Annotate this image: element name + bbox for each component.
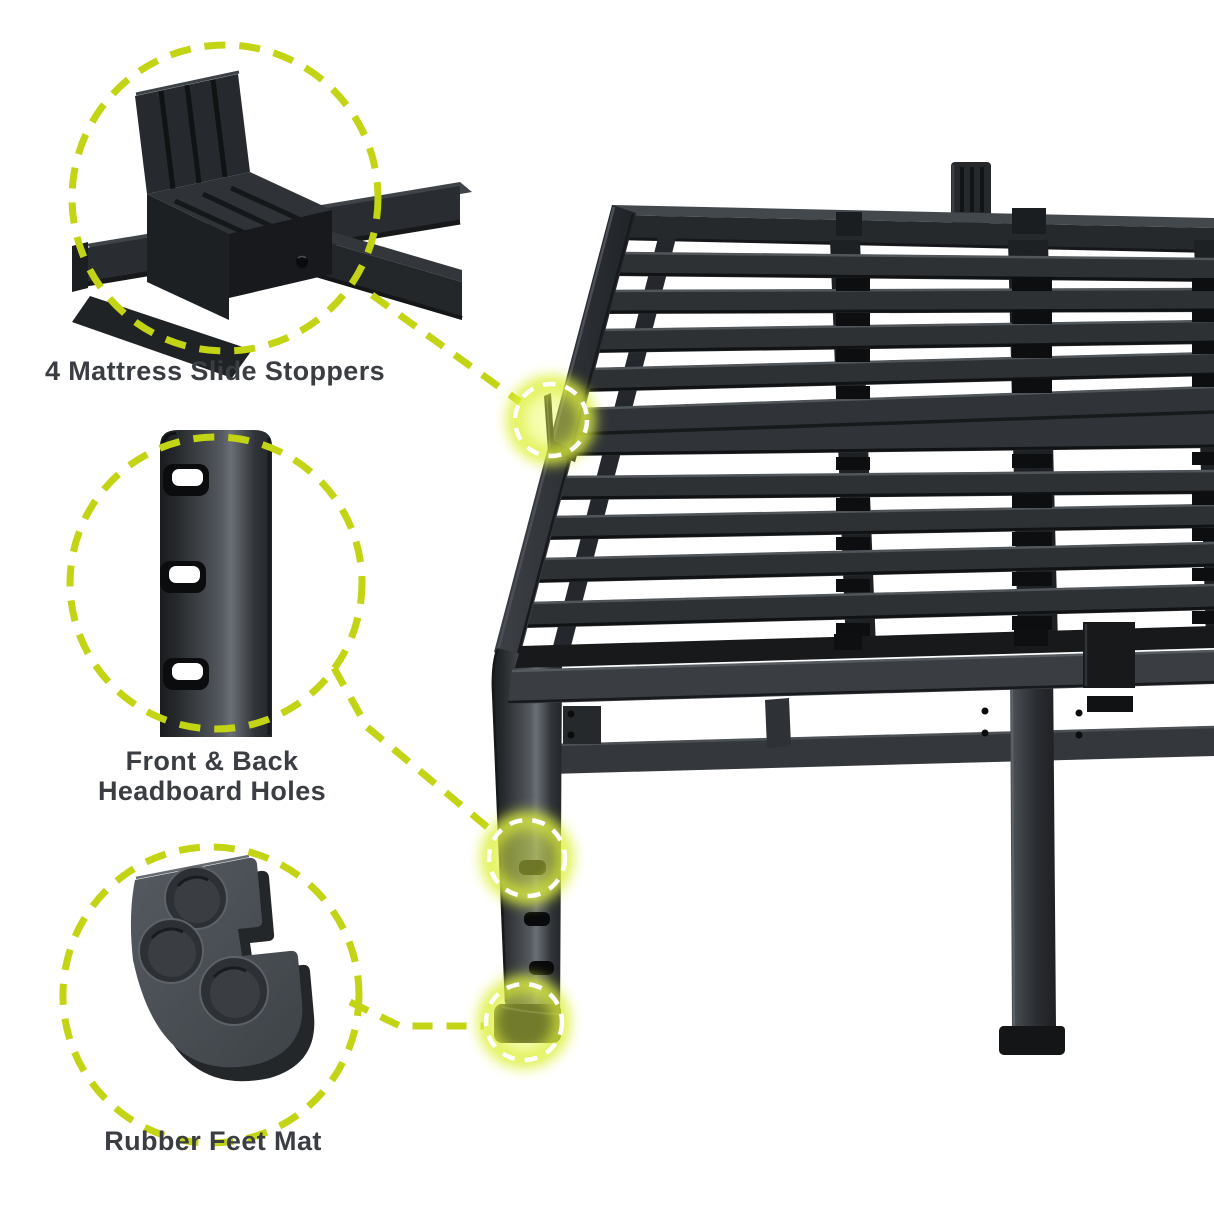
highlight-rings <box>478 376 595 1068</box>
label-slide-stoppers: 4 Mattress Slide Stoppers <box>44 356 386 386</box>
side-rail-band <box>567 385 1214 456</box>
slide-stopper-bracket-icon <box>72 70 472 378</box>
rubber-feet-mat-icon <box>130 854 315 1082</box>
headboard-hole <box>163 658 209 690</box>
foot-cup <box>164 866 228 930</box>
leg-with-holes-icon <box>160 430 272 737</box>
rail-clip <box>1014 628 1048 646</box>
leader-headboard <box>330 666 501 839</box>
rail-clip <box>1012 208 1046 234</box>
headboard-hole <box>524 912 550 926</box>
callout-feet <box>59 843 363 1147</box>
foot-cup <box>138 918 204 984</box>
headboard-hole <box>163 464 209 496</box>
slat-clips <box>836 277 1214 636</box>
slat <box>535 541 1214 583</box>
mattress-slats <box>524 251 1214 628</box>
slide-stopper-top-icon <box>951 162 991 224</box>
callout-headboard <box>66 430 366 737</box>
dashed-callout-circle <box>59 843 363 1147</box>
center-leg-foot <box>998 1026 1065 1055</box>
slat <box>603 287 1214 314</box>
dashed-callout-circle <box>68 41 382 355</box>
label-headboard-line2: Headboard Holes <box>97 776 327 806</box>
rail-clip <box>834 634 862 650</box>
slat <box>613 251 1214 282</box>
leader-feet <box>348 998 484 1030</box>
slat <box>546 503 1214 540</box>
slat <box>524 583 1214 628</box>
stopper-highlight-ring <box>507 376 595 464</box>
slat <box>594 319 1214 353</box>
slat <box>556 469 1214 500</box>
leader-stoppers <box>369 292 523 405</box>
label-rubber-feet: Rubber Feet Mat <box>104 1126 322 1156</box>
leader-lines <box>330 292 523 1030</box>
dashed-callout-circle <box>66 433 366 733</box>
rail-clip <box>836 212 862 236</box>
center-leg <box>998 660 1065 1055</box>
mounting-box-bracket <box>1083 622 1135 712</box>
foot-cup <box>199 956 269 1026</box>
label-headboard-line1: Front & Back <box>125 746 299 776</box>
headboard-hole-highlight-ring <box>481 812 573 904</box>
back-rail <box>612 205 1214 253</box>
bed-frame <box>491 162 1214 1055</box>
headboard-hole <box>529 961 554 975</box>
label-headboard-holes: Front & Back Headboard Holes <box>98 746 326 806</box>
headboard-hole <box>160 561 206 593</box>
slat <box>584 351 1214 392</box>
rubber-foot-highlight-ring <box>478 976 570 1068</box>
callout-stoppers <box>68 41 472 378</box>
